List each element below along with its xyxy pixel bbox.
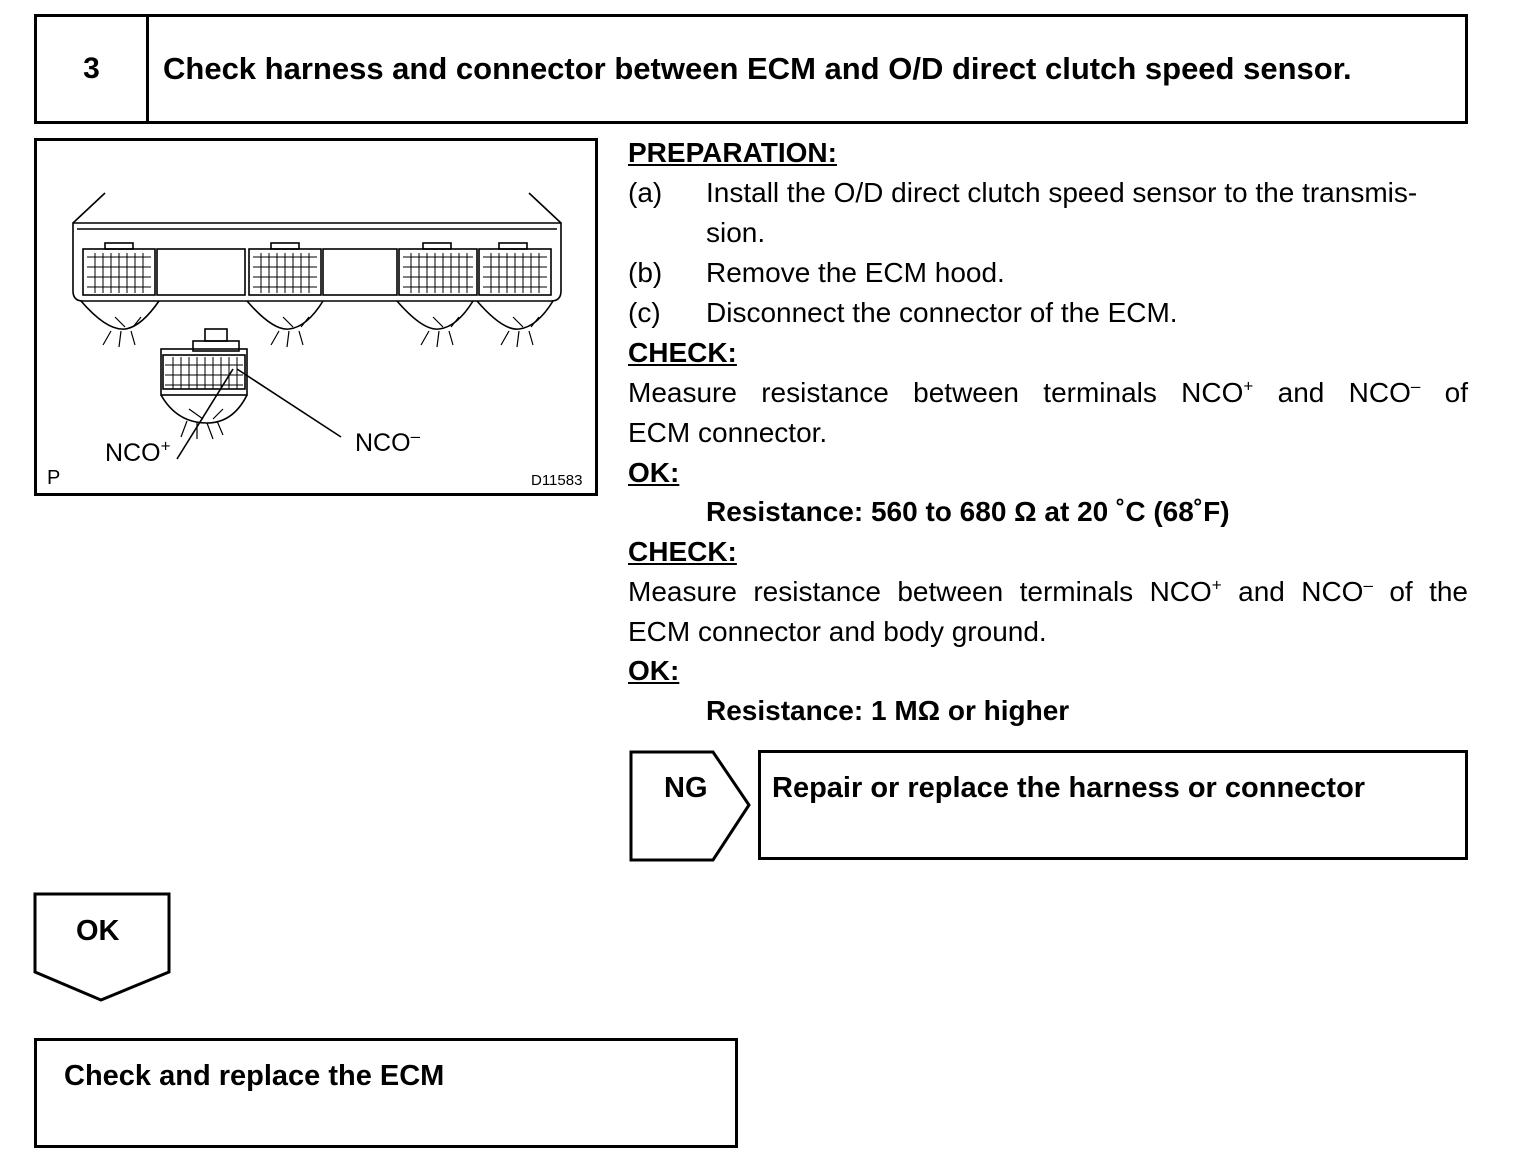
prep-step-a-mark: (a) — [628, 177, 663, 208]
ecm-connector-figure: NCO+ NCO– P D11583 — [34, 138, 598, 496]
ng-action-text: Repair or replace the harness or connect… — [772, 772, 1366, 804]
figure-id: D11583 — [531, 472, 583, 489]
ecm-connector-1 — [82, 242, 156, 296]
ok-label: OK — [76, 915, 120, 947]
check2-spec: Resistance: 1 MΩ or higher — [706, 695, 1070, 726]
preparation-heading: PREPARATION: — [628, 137, 837, 168]
ecm-connector-drawing — [72, 192, 562, 460]
nco-plus-label: NCO+ — [105, 436, 171, 467]
check1-ok-heading: OK: — [628, 457, 680, 488]
ok-action-box — [34, 1038, 738, 1148]
ok-action-text: Check and replace the ECM — [64, 1060, 445, 1092]
nco-minus-label: NCO– — [355, 426, 421, 457]
ecm-connector-2 — [248, 242, 322, 296]
prep-step-c-text: Disconnect the connector of the ECM. — [706, 297, 1178, 328]
step-number: 3 — [37, 17, 149, 121]
prep-step-a-line2: sion. — [706, 217, 766, 248]
prep-step-c-mark: (c) — [628, 297, 661, 328]
check2-ok-heading: OK: — [628, 655, 680, 686]
detached-ecm-connector — [160, 328, 248, 440]
check1-heading: CHECK: — [628, 337, 737, 368]
check2-heading: CHECK: — [628, 536, 737, 567]
ng-arrow-shape — [629, 750, 751, 862]
check1-line1: Measure resistance between terminals NCO… — [628, 376, 1468, 408]
check1-spec: Resistance: 560 to 680 Ω at 20 ˚C (68˚F) — [706, 496, 1230, 527]
check1-line2: ECM connector. — [628, 417, 828, 448]
ng-action-box — [758, 750, 1468, 860]
check2-line2: ECM connector and body ground. — [628, 616, 1047, 647]
prep-step-b-mark: (b) — [628, 257, 663, 288]
prep-step-a-line1: Install the O/D direct clutch speed sens… — [706, 177, 1418, 208]
check2-line1: Measure resistance between terminals NCO… — [628, 575, 1468, 607]
ecm-connector-4 — [478, 242, 552, 296]
step-header: 3 Check harness and connector between EC… — [34, 14, 1468, 124]
step-title: Check harness and connector between ECM … — [163, 51, 1352, 86]
ng-label: NG — [664, 772, 708, 804]
ecm-connector-3 — [398, 242, 478, 296]
ok-arrow-shape — [33, 892, 171, 1002]
prep-step-b-text: Remove the ECM hood. — [706, 257, 1005, 288]
figure-corner-letter: P — [47, 467, 61, 489]
